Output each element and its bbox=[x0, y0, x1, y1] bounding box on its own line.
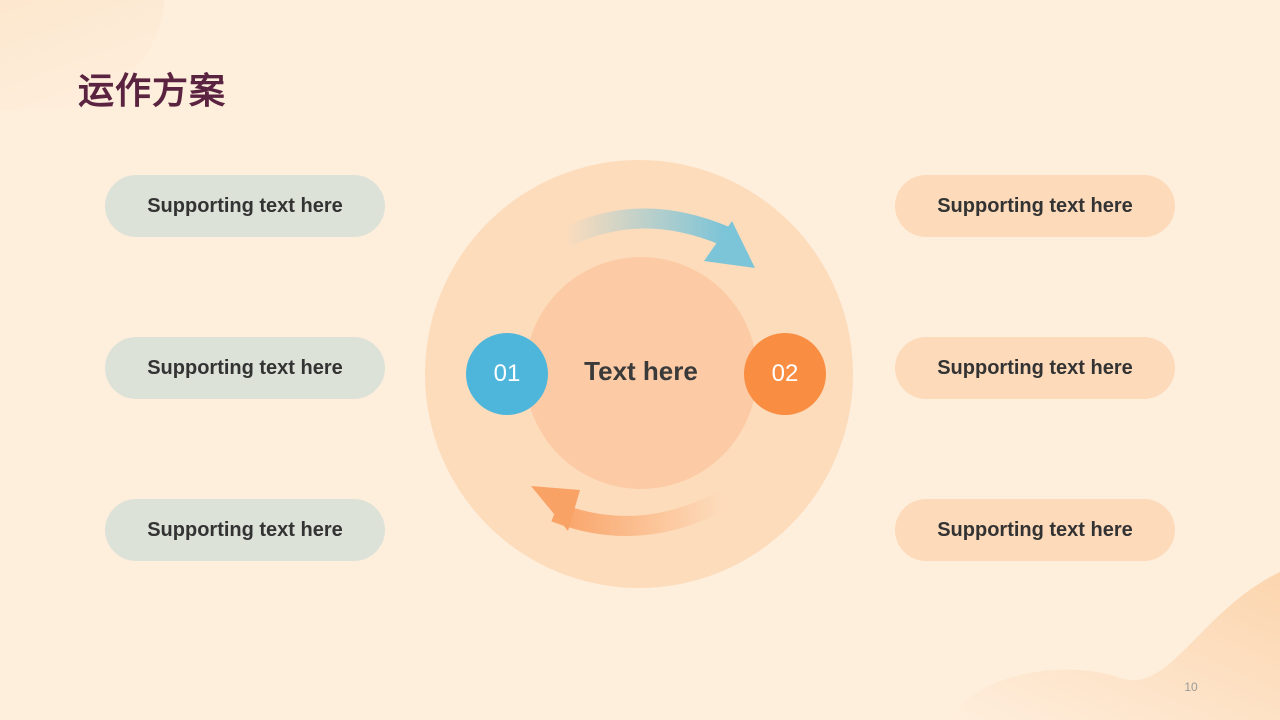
page-title: 运作方案 bbox=[78, 71, 227, 112]
right-item-2: Supporting text here bbox=[895, 337, 1175, 399]
left-item-1: Supporting text here bbox=[105, 175, 385, 237]
left-item-3: Supporting text here bbox=[105, 499, 385, 561]
right-item-3: Supporting text here bbox=[895, 499, 1175, 561]
curved-arrow-clockwise-bottom-icon bbox=[531, 486, 728, 536]
right-item-1: Supporting text here bbox=[895, 175, 1175, 237]
page-number: 10 bbox=[1184, 680, 1198, 694]
curved-arrow-clockwise-top-icon bbox=[560, 208, 755, 268]
left-item-2: Supporting text here bbox=[105, 337, 385, 399]
cycle-arrows bbox=[531, 208, 755, 536]
decorative-wave-bottom-right bbox=[950, 572, 1280, 720]
inner-center-circle bbox=[525, 257, 757, 489]
center-label: Text here bbox=[584, 356, 698, 386]
step-marker-02: 02 bbox=[744, 333, 826, 415]
step-marker-01: 01 bbox=[466, 333, 548, 415]
